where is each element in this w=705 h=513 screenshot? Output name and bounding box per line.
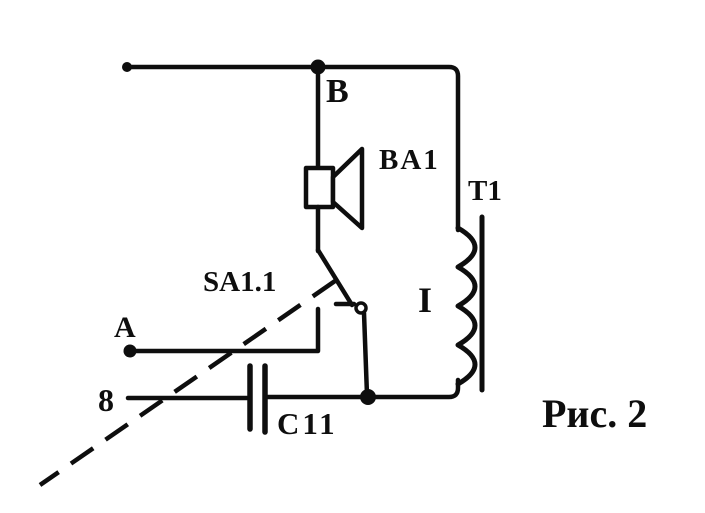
junction-dot-bottom — [360, 389, 376, 405]
wire-top-rail — [122, 64, 461, 233]
label-speaker-ref: BA1 — [379, 144, 440, 176]
terminal-endpoint-top-left — [122, 62, 132, 72]
label-terminal-b: В — [326, 73, 349, 110]
switch-mechanical-link-dashed — [38, 279, 337, 487]
label-switch-ref: SA1.1 — [203, 266, 276, 298]
figure-caption: Рис. 2 — [542, 391, 647, 436]
wire-switch-to-bottom — [361, 310, 370, 398]
wire-bottom-right — [264, 377, 461, 400]
switch-contact-ring-icon — [354, 301, 368, 315]
label-winding-numeral: I — [418, 280, 432, 320]
label-terminal-8: 8 — [98, 382, 114, 418]
speaker-body-icon — [303, 165, 336, 210]
label-capacitor-ref: C11 — [277, 406, 338, 441]
label-transformer-ref: T1 — [468, 175, 502, 207]
switch-lever — [315, 247, 355, 308]
label-terminal-a: А — [114, 311, 136, 344]
wire-terminal-a — [127, 306, 321, 354]
speaker-horn-icon — [330, 146, 365, 231]
inductor-coil-icon — [455, 225, 478, 387]
terminal-endpoint-a — [123, 344, 137, 358]
